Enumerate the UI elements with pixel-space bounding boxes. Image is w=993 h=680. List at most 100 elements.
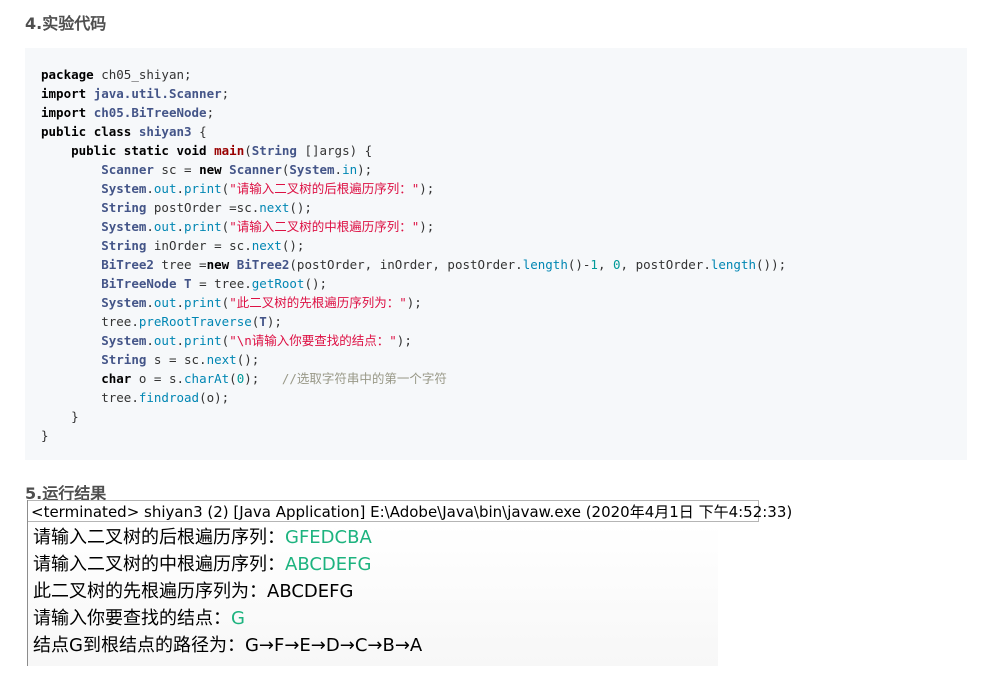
code-token: public: [41, 124, 87, 139]
code-token: ch05_shiyan;: [93, 67, 192, 82]
code-indent: [41, 390, 101, 405]
code-token: []args) {: [296, 143, 373, 158]
code-indent: [41, 162, 101, 177]
code-line: String inOrder = sc.next();: [41, 236, 786, 255]
code-token: T: [259, 314, 267, 329]
console-prompt-text: 请输入你要查找的结点：: [33, 608, 231, 629]
code-lines: package ch05_shiyan;import java.util.Sca…: [41, 65, 786, 445]
code-line: char o = s.charAt(0); //选取字符串中的第一个字符: [41, 369, 786, 388]
code-token: .: [146, 181, 154, 196]
code-token: o = s.: [131, 371, 185, 386]
console-input-text: G: [231, 608, 245, 629]
code-token: .: [146, 219, 154, 234]
code-token: String: [101, 200, 147, 215]
code-token: = tree.: [191, 276, 252, 291]
code-line: System.out.print("请输入二叉树的后根遍历序列：");: [41, 179, 786, 198]
code-token: .: [176, 219, 185, 234]
code-token: .: [146, 295, 154, 310]
code-indent: [41, 371, 101, 386]
code-token: System: [101, 295, 147, 310]
code-token: charAt: [184, 371, 230, 386]
code-token: [176, 276, 184, 291]
code-token: next: [251, 238, 282, 253]
code-token: next: [206, 352, 237, 367]
code-indent: [41, 333, 101, 348]
code-token: System: [101, 333, 147, 348]
code-token: new: [199, 162, 222, 177]
code-token: getRoot: [251, 276, 305, 291]
code-token: .: [334, 162, 343, 177]
code-token: ();: [281, 238, 305, 253]
console-prompt-text: 到根结点的路径为：: [82, 635, 245, 656]
code-token: ());: [756, 257, 787, 272]
code-line: tree.findroad(o);: [41, 388, 786, 407]
code-token: .: [176, 181, 185, 196]
code-token: [116, 143, 124, 158]
code-indent: [41, 352, 101, 367]
code-token: tree.: [101, 314, 139, 329]
code-token: ();: [289, 200, 312, 215]
code-token: (o);: [199, 390, 230, 405]
code-line: System.out.print("请输入二叉树的中根遍历序列：");: [41, 217, 786, 236]
code-token: {: [191, 124, 207, 139]
code-token: print: [184, 181, 222, 196]
code-line: String s = sc.next();: [41, 350, 786, 369]
code-line: public static void main(String []args) {: [41, 141, 786, 160]
code-token: import: [41, 86, 87, 101]
code-indent: [41, 143, 71, 158]
console-view: <terminated> shiyan3 (2) [Java Applicati…: [27, 500, 792, 666]
code-token: System: [289, 162, 335, 177]
code-token: print: [184, 295, 222, 310]
code-token: tree.: [101, 390, 139, 405]
code-token: s = sc.: [146, 352, 207, 367]
code-token: ();: [304, 276, 328, 291]
code-token: ();: [236, 352, 260, 367]
console-value-text: ABCDEFG: [267, 581, 354, 602]
code-token: );: [244, 371, 282, 386]
code-block: package ch05_shiyan;import java.util.Sca…: [25, 48, 967, 460]
code-token: BiTreeNode: [101, 276, 177, 291]
code-token: [86, 86, 94, 101]
code-line: tree.preRootTraverse(T);: [41, 312, 786, 331]
code-token: BiTree2: [101, 257, 154, 272]
code-token: String: [101, 238, 147, 253]
code-token: in: [342, 162, 358, 177]
code-indent: [41, 219, 101, 234]
code-indent: [41, 276, 101, 291]
code-token: );: [419, 181, 435, 196]
code-token: [86, 105, 94, 120]
code-token: [229, 257, 237, 272]
code-token: class: [93, 124, 132, 139]
code-token: Scanner: [101, 162, 154, 177]
code-token: package: [41, 67, 94, 82]
code-token: out: [153, 219, 177, 234]
console-value-text: G: [69, 635, 83, 656]
code-token: "请输入二叉树的中根遍历序列：": [229, 219, 420, 234]
code-token: (: [251, 314, 260, 329]
code-token: ,: [597, 257, 614, 272]
code-indent: [41, 314, 101, 329]
code-token: 0: [613, 257, 621, 272]
code-token: public: [71, 143, 117, 158]
code-token: ()-: [567, 257, 591, 272]
code-token: );: [396, 333, 412, 348]
code-token: static: [123, 143, 169, 158]
code-token: (: [229, 371, 237, 386]
console-line: 请输入二叉树的中根遍历序列：ABCDEFG: [28, 551, 718, 578]
code-line: System.out.print("此二叉树的先根遍历序列为：");: [41, 293, 786, 312]
code-token: System: [101, 219, 147, 234]
code-line: public class shiyan3 {: [41, 122, 786, 141]
code-token: (: [221, 219, 230, 234]
code-token: tree =: [153, 257, 207, 272]
code-token: [131, 124, 139, 139]
code-indent: [41, 200, 101, 215]
code-line: }: [41, 426, 786, 445]
code-line: Scanner sc = new Scanner(System.in);: [41, 160, 786, 179]
code-token: }: [71, 409, 79, 424]
code-token: .: [146, 333, 154, 348]
code-token: (: [221, 295, 230, 310]
code-indent: [41, 181, 101, 196]
console-input-text: GFEDCBA: [285, 527, 372, 548]
code-token: (: [221, 333, 230, 348]
